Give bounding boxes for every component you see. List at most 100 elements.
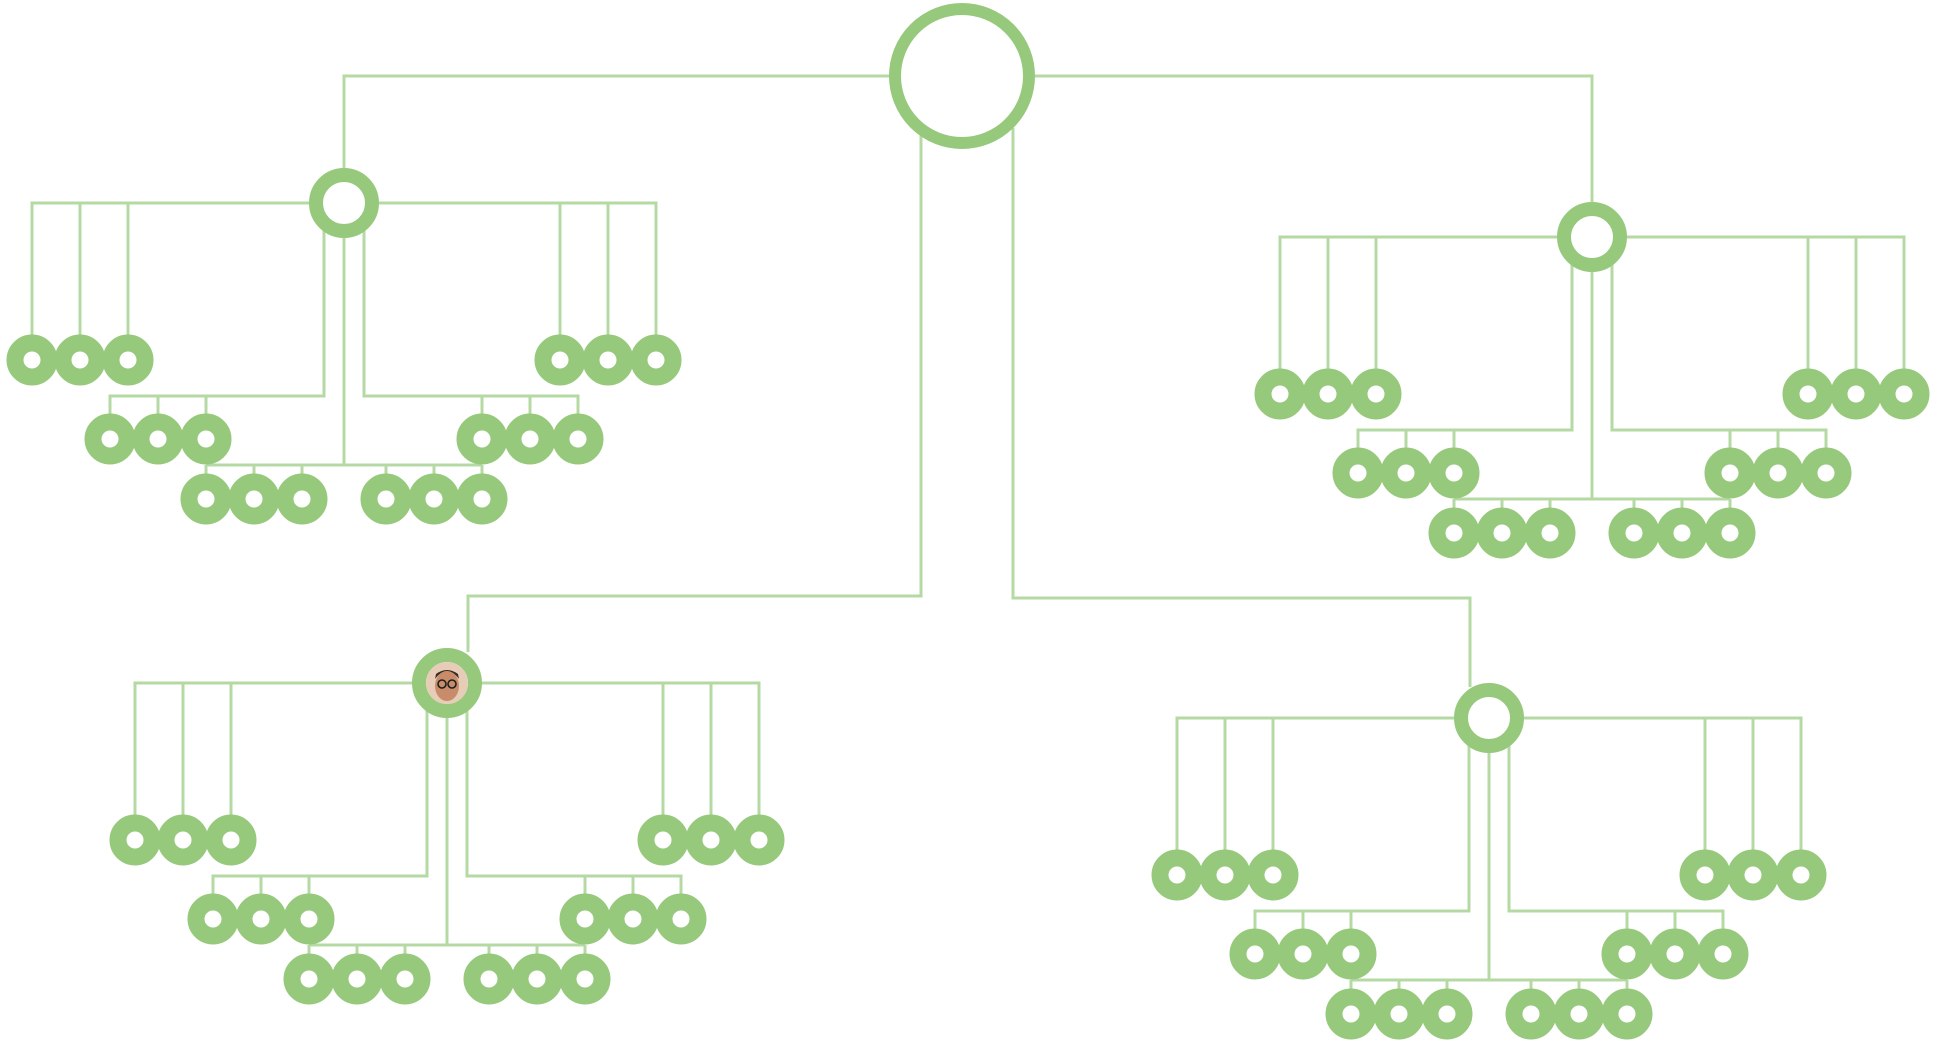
leaf-node[interactable] <box>1610 937 1644 971</box>
leaf-node-ring <box>646 823 680 857</box>
leaf-node[interactable] <box>1334 997 1368 1031</box>
leaf-node-ring <box>465 482 499 516</box>
leaf-node[interactable] <box>1791 377 1825 411</box>
leaf-node[interactable] <box>1341 456 1375 490</box>
leaf-node[interactable] <box>1286 937 1320 971</box>
leaf-node[interactable] <box>292 902 326 936</box>
leaf-node[interactable] <box>1809 456 1843 490</box>
leaf-node[interactable] <box>1533 516 1567 550</box>
leaf-node[interactable] <box>196 902 230 936</box>
edge-outer-right <box>478 683 759 818</box>
leaf-node[interactable] <box>1617 516 1651 550</box>
leaf-node[interactable] <box>141 422 175 456</box>
leaf-node[interactable] <box>417 482 451 516</box>
leaf-node[interactable] <box>1359 377 1393 411</box>
hub-node-bottom-left[interactable] <box>419 655 475 711</box>
leaf-node[interactable] <box>1311 377 1345 411</box>
leaf-node[interactable] <box>1382 997 1416 1031</box>
leaf-node[interactable] <box>1238 937 1272 971</box>
leaf-node[interactable] <box>520 962 554 996</box>
leaf-node-ring <box>1706 937 1740 971</box>
leaf-node-ring <box>1533 516 1567 550</box>
leaf-node[interactable] <box>1839 377 1873 411</box>
leaf-node[interactable] <box>639 343 673 377</box>
leaf-node-ring <box>1286 937 1320 971</box>
leaf-node-ring <box>742 823 776 857</box>
leaf-node-ring <box>1658 937 1692 971</box>
leaf-node[interactable] <box>118 823 152 857</box>
leaf-node[interactable] <box>1389 456 1423 490</box>
leaf-node[interactable] <box>1706 937 1740 971</box>
leaf-node[interactable] <box>1437 516 1471 550</box>
leaf-node[interactable] <box>1658 937 1692 971</box>
leaf-node[interactable] <box>1887 377 1921 411</box>
leaf-node[interactable] <box>1610 997 1644 1031</box>
leaf-node[interactable] <box>591 343 625 377</box>
leaf-node-ring <box>1617 516 1651 550</box>
leaf-node[interactable] <box>63 343 97 377</box>
leaf-node[interactable] <box>189 482 223 516</box>
leaf-node[interactable] <box>1208 858 1242 892</box>
leaf-node[interactable] <box>340 962 374 996</box>
leaf-node[interactable] <box>1688 858 1722 892</box>
hub-node-bottom-right[interactable] <box>1461 690 1517 746</box>
leaf-node-ring <box>1713 516 1747 550</box>
leaf-node[interactable] <box>1514 997 1548 1031</box>
leaf-node-ring <box>292 902 326 936</box>
leaf-node[interactable] <box>694 823 728 857</box>
leaf-node[interactable] <box>1263 377 1297 411</box>
leaf-node-ring <box>1430 997 1464 1031</box>
leaf-node[interactable] <box>1713 516 1747 550</box>
leaf-node[interactable] <box>472 962 506 996</box>
leaf-node[interactable] <box>111 343 145 377</box>
leaf-node-ring <box>141 422 175 456</box>
nodes <box>15 9 1921 1031</box>
leaf-node[interactable] <box>568 962 602 996</box>
leaf-node[interactable] <box>1430 997 1464 1031</box>
leaf-node[interactable] <box>513 422 547 456</box>
leaf-node-ring <box>285 482 319 516</box>
leaf-node[interactable] <box>292 962 326 996</box>
leaf-node[interactable] <box>1437 456 1471 490</box>
leaf-node[interactable] <box>189 422 223 456</box>
leaf-node[interactable] <box>568 902 602 936</box>
leaf-node-ring <box>369 482 403 516</box>
leaf-node[interactable] <box>646 823 680 857</box>
leaf-node[interactable] <box>1784 858 1818 892</box>
leaf-node[interactable] <box>1334 937 1368 971</box>
leaf-node[interactable] <box>543 343 577 377</box>
leaf-node[interactable] <box>388 962 422 996</box>
leaf-node[interactable] <box>214 823 248 857</box>
hub-node-top-right[interactable] <box>1564 209 1620 265</box>
leaf-node[interactable] <box>1485 516 1519 550</box>
leaf-node-ring <box>1437 516 1471 550</box>
leaf-node[interactable] <box>166 823 200 857</box>
leaf-node[interactable] <box>664 902 698 936</box>
leaf-node[interactable] <box>285 482 319 516</box>
edge-inner <box>1612 259 1826 451</box>
leaf-node[interactable] <box>237 482 271 516</box>
leaf-node[interactable] <box>1256 858 1290 892</box>
leaf-node[interactable] <box>369 482 403 516</box>
leaf-node[interactable] <box>561 422 595 456</box>
root-node[interactable] <box>895 9 1029 143</box>
leaf-node[interactable] <box>465 482 499 516</box>
edge-root-bottom-left <box>468 128 921 652</box>
leaf-node[interactable] <box>1160 858 1194 892</box>
leaf-node[interactable] <box>244 902 278 936</box>
hub-node-top-left[interactable] <box>316 175 372 231</box>
leaf-node[interactable] <box>1713 456 1747 490</box>
leaf-node[interactable] <box>1665 516 1699 550</box>
leaf-node[interactable] <box>742 823 776 857</box>
root-node-ring <box>895 9 1029 143</box>
leaf-node[interactable] <box>1736 858 1770 892</box>
leaf-node[interactable] <box>465 422 499 456</box>
leaf-node-ring <box>1562 997 1596 1031</box>
leaf-node[interactable] <box>1761 456 1795 490</box>
leaf-node[interactable] <box>1562 997 1596 1031</box>
leaf-node-ring <box>1610 937 1644 971</box>
leaf-node[interactable] <box>616 902 650 936</box>
leaf-node[interactable] <box>15 343 49 377</box>
leaf-node[interactable] <box>93 422 127 456</box>
leaf-node-ring <box>340 962 374 996</box>
